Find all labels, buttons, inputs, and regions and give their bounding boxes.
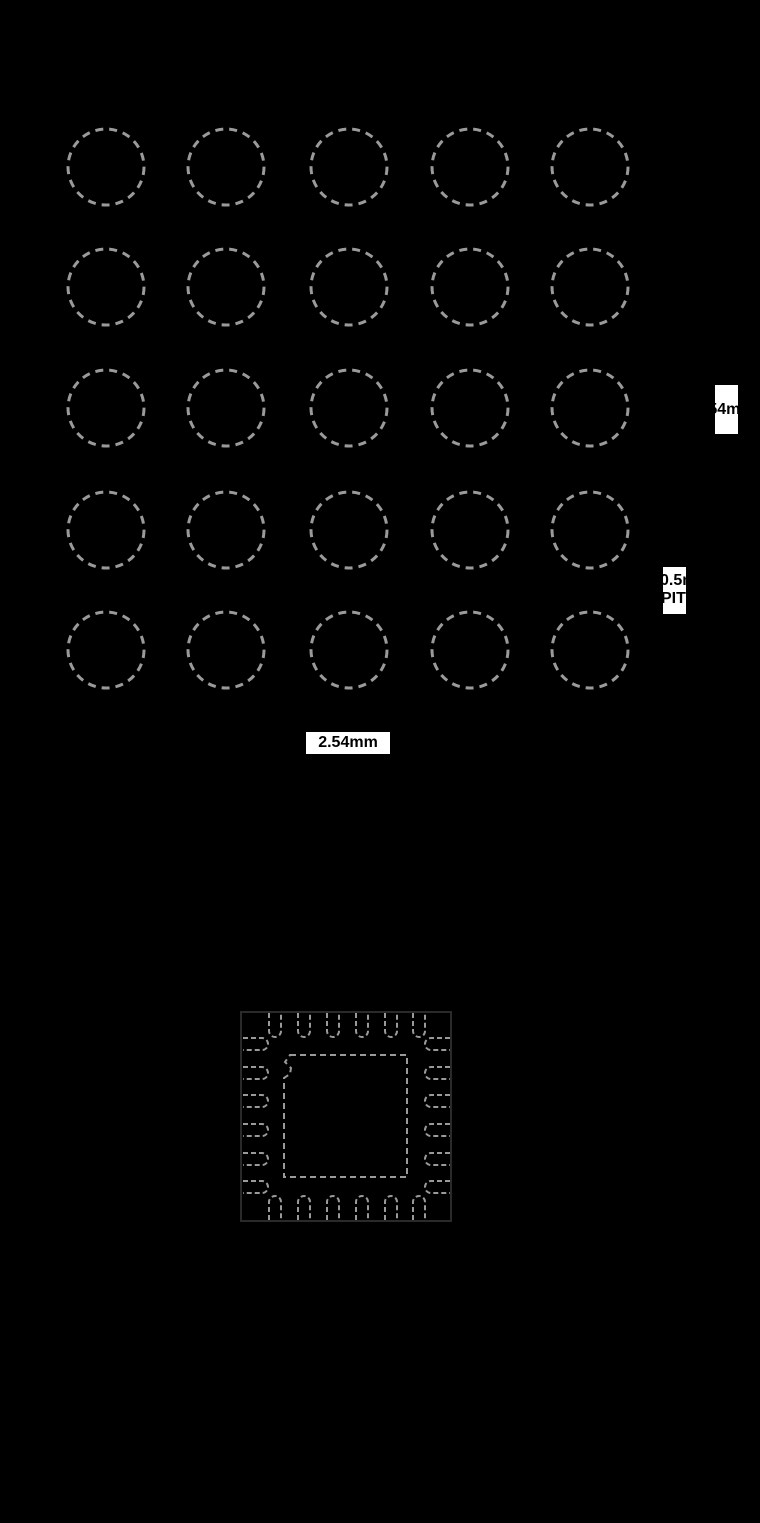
- chip-pitch-caption: PITCH: [663, 590, 686, 607]
- chip-pin-pad: [326, 1195, 340, 1220]
- chip-pin-pad: [326, 1013, 340, 1038]
- chip-pin-pad: [424, 1152, 450, 1166]
- through-hole-pad: [430, 247, 510, 327]
- through-hole-pad: [309, 610, 389, 690]
- through-hole-pad: [550, 610, 630, 690]
- chip-pin-pad: [243, 1152, 269, 1166]
- through-hole-pad: [186, 247, 266, 327]
- through-hole-pad: [66, 490, 146, 570]
- qfn-chip-footprint: [240, 1011, 452, 1222]
- through-hole-pad: [430, 490, 510, 570]
- chip-pin-pad: [297, 1195, 311, 1220]
- through-hole-pad: [66, 610, 146, 690]
- chip-pin-pad: [243, 1066, 269, 1080]
- chip-pin-pad: [268, 1195, 282, 1220]
- through-hole-pad: [309, 368, 389, 448]
- through-hole-pad: [66, 127, 146, 207]
- through-hole-pad: [550, 490, 630, 570]
- chip-pin-pad: [268, 1013, 282, 1038]
- horizontal-pitch-label: 2.54mm: [306, 732, 390, 754]
- chip-pin-pad: [412, 1195, 426, 1220]
- through-hole-pad: [309, 127, 389, 207]
- through-hole-pad-grid: [66, 127, 630, 690]
- through-hole-pad: [66, 368, 146, 448]
- through-hole-pad: [430, 368, 510, 448]
- chip-pin-pad: [297, 1013, 311, 1038]
- through-hole-pad: [186, 490, 266, 570]
- chip-pitch-label: 0.5mm PITCH: [663, 567, 686, 614]
- chip-pin-pad: [424, 1066, 450, 1080]
- through-hole-pad: [309, 490, 389, 570]
- through-hole-pad: [550, 127, 630, 207]
- through-hole-pad: [66, 247, 146, 327]
- chip-outline: [240, 1011, 452, 1222]
- chip-pads: [243, 1013, 450, 1220]
- through-hole-pad: [309, 247, 389, 327]
- through-hole-pad: [186, 368, 266, 448]
- chip-pin-pad: [243, 1037, 269, 1051]
- through-hole-pad: [430, 127, 510, 207]
- chip-pin-pad: [424, 1037, 450, 1051]
- vertical-pitch-text: 2.54mm: [715, 401, 738, 418]
- vertical-pitch-label: 2.54mm: [715, 385, 738, 434]
- chip-pin-pad: [355, 1013, 369, 1038]
- chip-pin-pad: [384, 1195, 398, 1220]
- chip-pin-pad: [424, 1180, 450, 1194]
- chip-pin-pad: [412, 1013, 426, 1038]
- chip-pitch-value: 0.5mm: [663, 572, 686, 589]
- chip-pin-pad: [424, 1094, 450, 1108]
- through-hole-pad: [186, 610, 266, 690]
- through-hole-pad: [430, 610, 510, 690]
- chip-pin-pad: [243, 1180, 269, 1194]
- chip-pin-pad: [384, 1013, 398, 1038]
- chip-pin-pad: [243, 1094, 269, 1108]
- through-hole-pad: [550, 247, 630, 327]
- chip-pin-pad: [355, 1195, 369, 1220]
- chip-pin-pad: [424, 1123, 450, 1137]
- chip-pin-pad: [243, 1123, 269, 1137]
- through-hole-pad: [186, 127, 266, 207]
- exposed-thermal-pad: [283, 1054, 408, 1178]
- through-hole-pad: [550, 368, 630, 448]
